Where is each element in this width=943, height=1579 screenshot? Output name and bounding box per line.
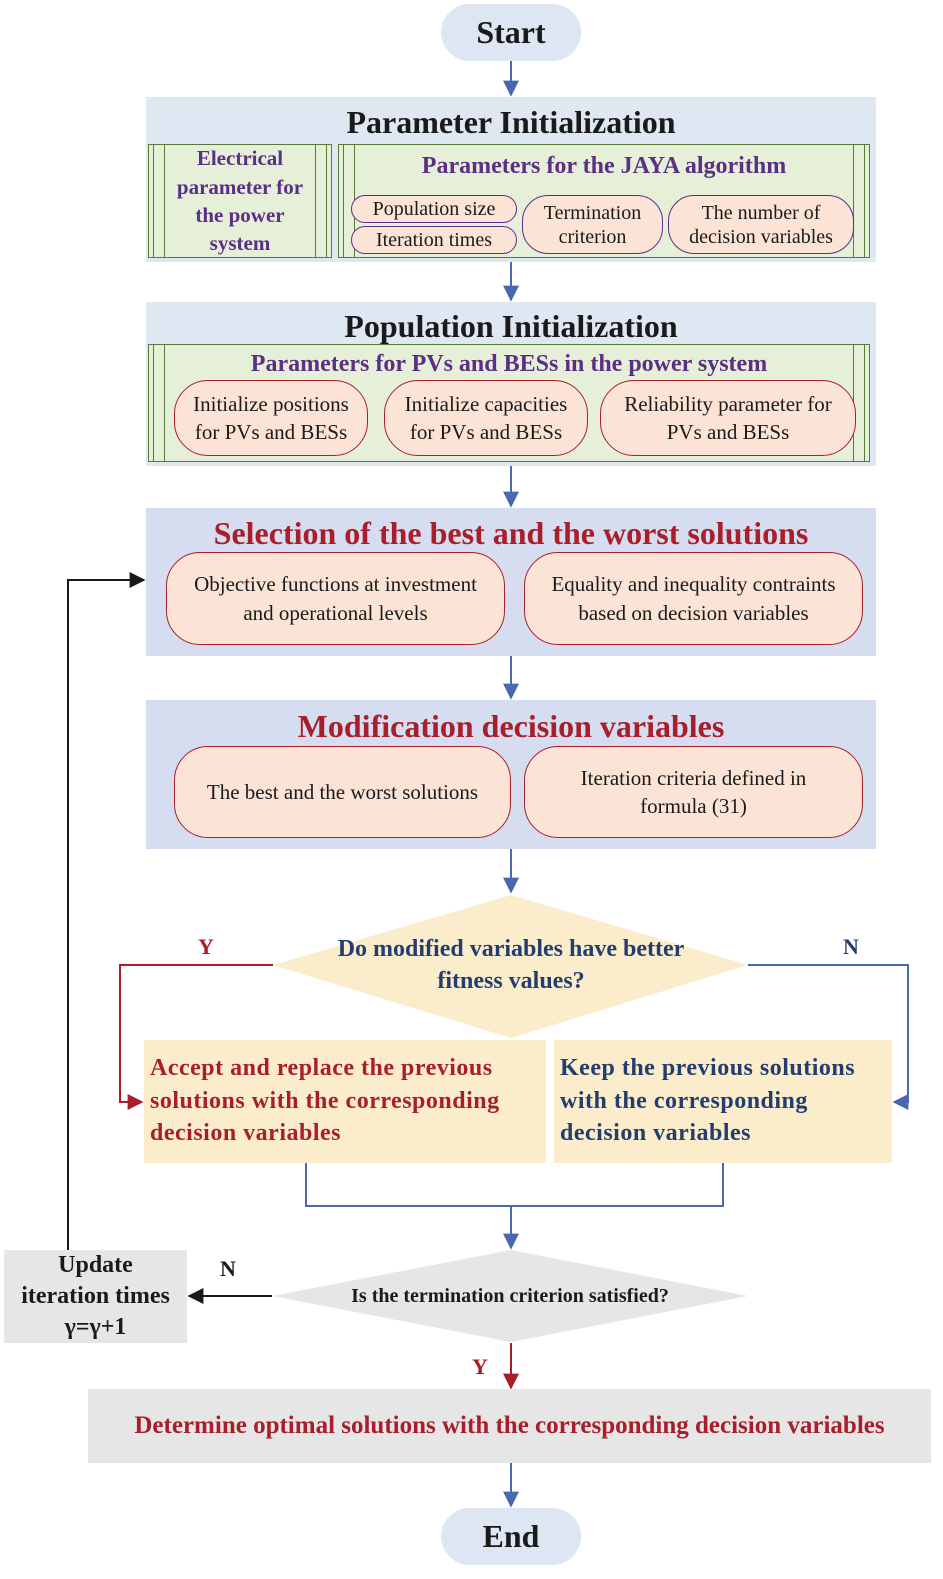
determine-optimal-box: Determine optimal solutions with the cor… xyxy=(88,1389,931,1463)
constraints-pill: Equality and inequality contraints based… xyxy=(524,552,863,645)
update-line1: Update xyxy=(58,1251,133,1278)
decision2-diamond xyxy=(272,1250,748,1342)
modification-title: Modification decision variables xyxy=(297,707,725,744)
iteration-times-label: Iteration times xyxy=(375,229,493,251)
selection-title: Selection of the best and the worst solu… xyxy=(213,514,809,551)
update-line2: iteration times xyxy=(21,1282,170,1309)
population-initialization-title: Population Initialization xyxy=(344,307,678,344)
termination-criterion-label: Termination criterion xyxy=(543,201,642,248)
iteration-times-pill: Iteration times xyxy=(351,226,517,254)
electrical-parameter-label: Electrical parameter for the power syste… xyxy=(176,146,304,256)
initialize-positions-pill: Initialize positions for PVs and BESs xyxy=(174,380,368,456)
decision2-question: Is the termination criterion satisfied? xyxy=(351,1284,669,1307)
arrow-yes-accept xyxy=(119,964,273,1110)
update-iteration-box: Update iteration times γ=γ+1 xyxy=(4,1250,187,1343)
initialize-capacities-label: Initialize capacities for PVs and BESs xyxy=(404,391,568,444)
decision1-no-label: N xyxy=(843,934,859,959)
update-line3: γ=γ+1 xyxy=(64,1314,127,1341)
start-terminal: Start xyxy=(441,4,581,61)
accept-box: Accept and replace the previous solution… xyxy=(144,1040,546,1163)
objective-functions-pill: Objective functions at investment and op… xyxy=(166,552,505,645)
determine-optimal-label: Determine optimal solutions with the cor… xyxy=(134,1412,885,1439)
jaya-parameters-title: Parameters for the JAYA algorithm xyxy=(421,152,787,179)
decision2-yes-label: Y xyxy=(472,1354,488,1379)
num-decision-variables-label: The number of decision variables xyxy=(689,201,833,248)
parameter-initialization-title: Parameter Initialization xyxy=(346,103,676,140)
num-decision-variables-pill: The number of decision variables xyxy=(668,195,854,254)
reliability-parameter-label: Reliability parameter for PVs and BESs xyxy=(624,391,832,444)
accept-label: Accept and replace the previous solution… xyxy=(150,1055,500,1147)
merge-line xyxy=(305,1163,724,1207)
reliability-parameter-pill: Reliability parameter for PVs and BESs xyxy=(600,380,856,456)
best-worst-solutions-label: The best and the worst solutions xyxy=(206,779,479,804)
objective-functions-label: Objective functions at investment and op… xyxy=(194,572,477,625)
population-size-label: Population size xyxy=(372,198,496,220)
best-worst-solutions-pill: The best and the worst solutions xyxy=(174,746,511,838)
population-size-pill: Population size xyxy=(351,195,517,223)
termination-criterion-pill: Termination criterion xyxy=(522,195,663,254)
initialize-positions-label: Initialize positions for PVs and BESs xyxy=(193,391,349,444)
decision2-no-label: N xyxy=(220,1256,236,1281)
iteration-criteria-pill: Iteration criteria defined in formula (3… xyxy=(524,746,863,838)
start-label: Start xyxy=(476,14,546,50)
decision1-yes-label: Y xyxy=(198,934,214,959)
decision1-question: Do modified variables have better fitnes… xyxy=(337,935,685,994)
initialize-capacities-pill: Initialize capacities for PVs and BESs xyxy=(384,380,588,456)
arrow-no-keep xyxy=(748,964,909,1110)
arrow-loop-back xyxy=(67,572,146,1250)
pv-bes-parameters-title: Parameters for PVs and BESs in the power… xyxy=(250,350,768,377)
end-label: End xyxy=(482,1518,540,1554)
decision1-diamond xyxy=(273,895,748,1038)
end-terminal: End xyxy=(441,1508,581,1565)
keep-box: Keep the previous solutions with the cor… xyxy=(554,1040,892,1163)
electrical-parameter-box: Electrical parameter for the power syste… xyxy=(148,144,332,258)
iteration-criteria-label: Iteration criteria defined in formula (3… xyxy=(580,765,807,818)
keep-label: Keep the previous solutions with the cor… xyxy=(560,1055,856,1147)
constraints-label: Equality and inequality contraints based… xyxy=(551,572,836,625)
